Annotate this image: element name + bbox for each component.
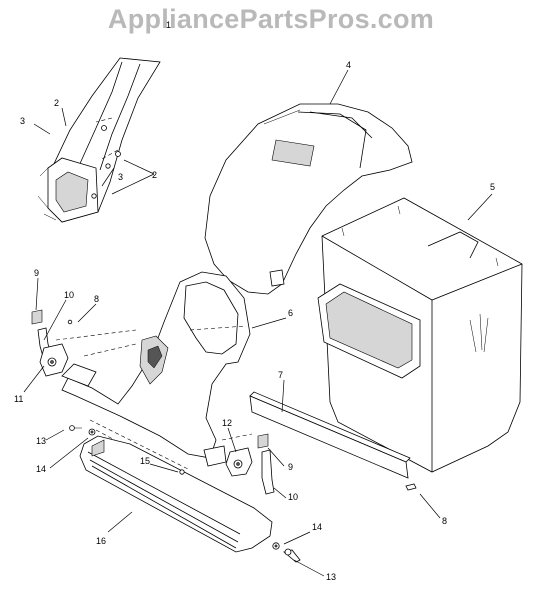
callout-1: 1: [166, 20, 171, 30]
callout-11: 11: [14, 394, 23, 404]
callout-13: 13: [326, 572, 336, 582]
callout-16: 16: [96, 536, 106, 546]
callout-6: 6: [288, 308, 293, 318]
callout-10: 10: [288, 492, 298, 502]
callout-3: 3: [20, 116, 25, 126]
callout-2: 2: [152, 170, 157, 180]
callout-15: 15: [140, 456, 150, 466]
part-6-lower-housing[interactable]: [55, 271, 253, 479]
watermark: AppliancePartsPros.com: [107, 4, 435, 34]
callout-8: 8: [94, 294, 99, 304]
callout-14: 14: [36, 464, 46, 474]
hardware-right[interactable]: [91, 125, 417, 563]
callout-2: 2: [54, 98, 59, 108]
callout-7: 7: [278, 370, 283, 380]
callout-4: 4: [346, 60, 351, 70]
callout-labels: 1 2 3 3 2 4 5 6 7 8 8 9 9 10 10 11 12 13…: [14, 20, 495, 582]
callout-9: 9: [34, 268, 39, 278]
callout-8: 8: [442, 516, 447, 526]
part-16-skid-plate[interactable]: [79, 435, 273, 553]
part-7-scraper-bar[interactable]: [249, 391, 411, 479]
hardware-left[interactable]: [31, 309, 185, 475]
callout-12: 12: [222, 418, 232, 428]
part-5-box-housing[interactable]: [317, 197, 523, 473]
callout-9: 9: [288, 462, 293, 472]
part-1-chute[interactable]: [37, 57, 161, 223]
part-4-hood-cover[interactable]: [204, 103, 413, 295]
callout-13: 13: [36, 436, 46, 446]
callout-5: 5: [490, 182, 495, 192]
leader-lines: [23, 69, 493, 577]
callout-10: 10: [64, 290, 74, 300]
callout-3: 3: [118, 172, 123, 182]
callout-14: 14: [312, 522, 322, 532]
